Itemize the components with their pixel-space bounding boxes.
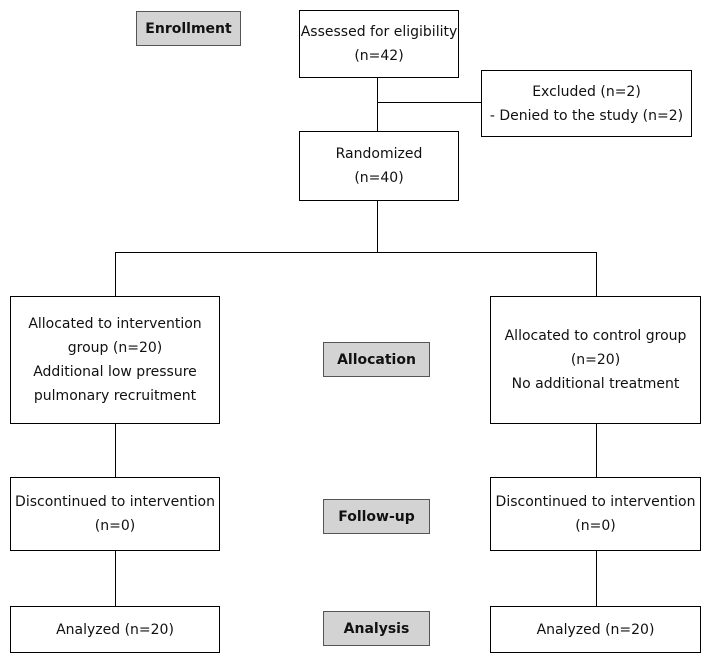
box-line: Analyzed (n=20): [56, 621, 174, 638]
connector-to-right-allocation: [596, 252, 598, 296]
box-line: Assessed for eligibility: [300, 24, 458, 40]
excluded-box: Excluded (n=2) - Denied to the study (n=…: [481, 70, 692, 137]
box-line: (n=0): [575, 518, 616, 534]
box-line: Analyzed (n=20): [536, 621, 655, 638]
stage-label-followup: Follow-up: [323, 499, 430, 534]
box-line: Excluded (n=2): [532, 83, 641, 100]
stage-label-allocation: Allocation: [323, 342, 430, 377]
assessed-for-eligibility-box: Assessed for eligibility (n=42): [299, 10, 459, 78]
connector-assessed-randomized: [377, 78, 379, 131]
box-line: - Denied to the study (n=2): [489, 107, 684, 124]
box-line: Discontinued to intervention: [15, 494, 215, 510]
box-line: Allocated to control group: [504, 328, 687, 344]
box-line: (n=20): [570, 352, 621, 368]
analyzed-control-box: Analyzed (n=20): [490, 606, 701, 653]
stage-label-analysis: Analysis: [323, 611, 430, 646]
box-line: No additional treatment: [511, 376, 680, 392]
analyzed-intervention-box: Analyzed (n=20): [10, 606, 220, 653]
connector-right-allocation-followup: [596, 424, 598, 477]
connector-randomized-split: [377, 201, 379, 253]
box-line: (n=0): [94, 518, 136, 534]
connector-right-followup-analysis: [596, 551, 598, 606]
stage-label-enrollment: Enrollment: [136, 11, 241, 46]
box-line: group (n=20): [67, 340, 163, 356]
box-line: (n=40): [354, 170, 404, 186]
connector-split-horizontal: [115, 252, 597, 254]
discontinued-intervention-box: Discontinued to intervention (n=0): [10, 477, 220, 551]
box-line: Discontinued to intervention: [495, 494, 696, 510]
allocated-intervention-box: Allocated to intervention group (n=20) A…: [10, 296, 220, 424]
connector-left-allocation-followup: [115, 424, 117, 477]
box-line: Randomized: [335, 146, 423, 162]
box-line: Allocated to intervention: [28, 316, 202, 332]
discontinued-control-box: Discontinued to intervention (n=0): [490, 477, 701, 551]
box-line: (n=42): [354, 48, 404, 64]
connector-left-followup-analysis: [115, 551, 117, 606]
box-line: Additional low pressure: [33, 364, 197, 380]
connector-to-excluded: [377, 102, 481, 104]
connector-to-left-allocation: [115, 252, 117, 296]
box-line: pulmonary recruitment: [33, 388, 197, 404]
allocated-control-box: Allocated to control group (n=20) No add…: [490, 296, 701, 424]
randomized-box: Randomized (n=40): [299, 131, 459, 201]
